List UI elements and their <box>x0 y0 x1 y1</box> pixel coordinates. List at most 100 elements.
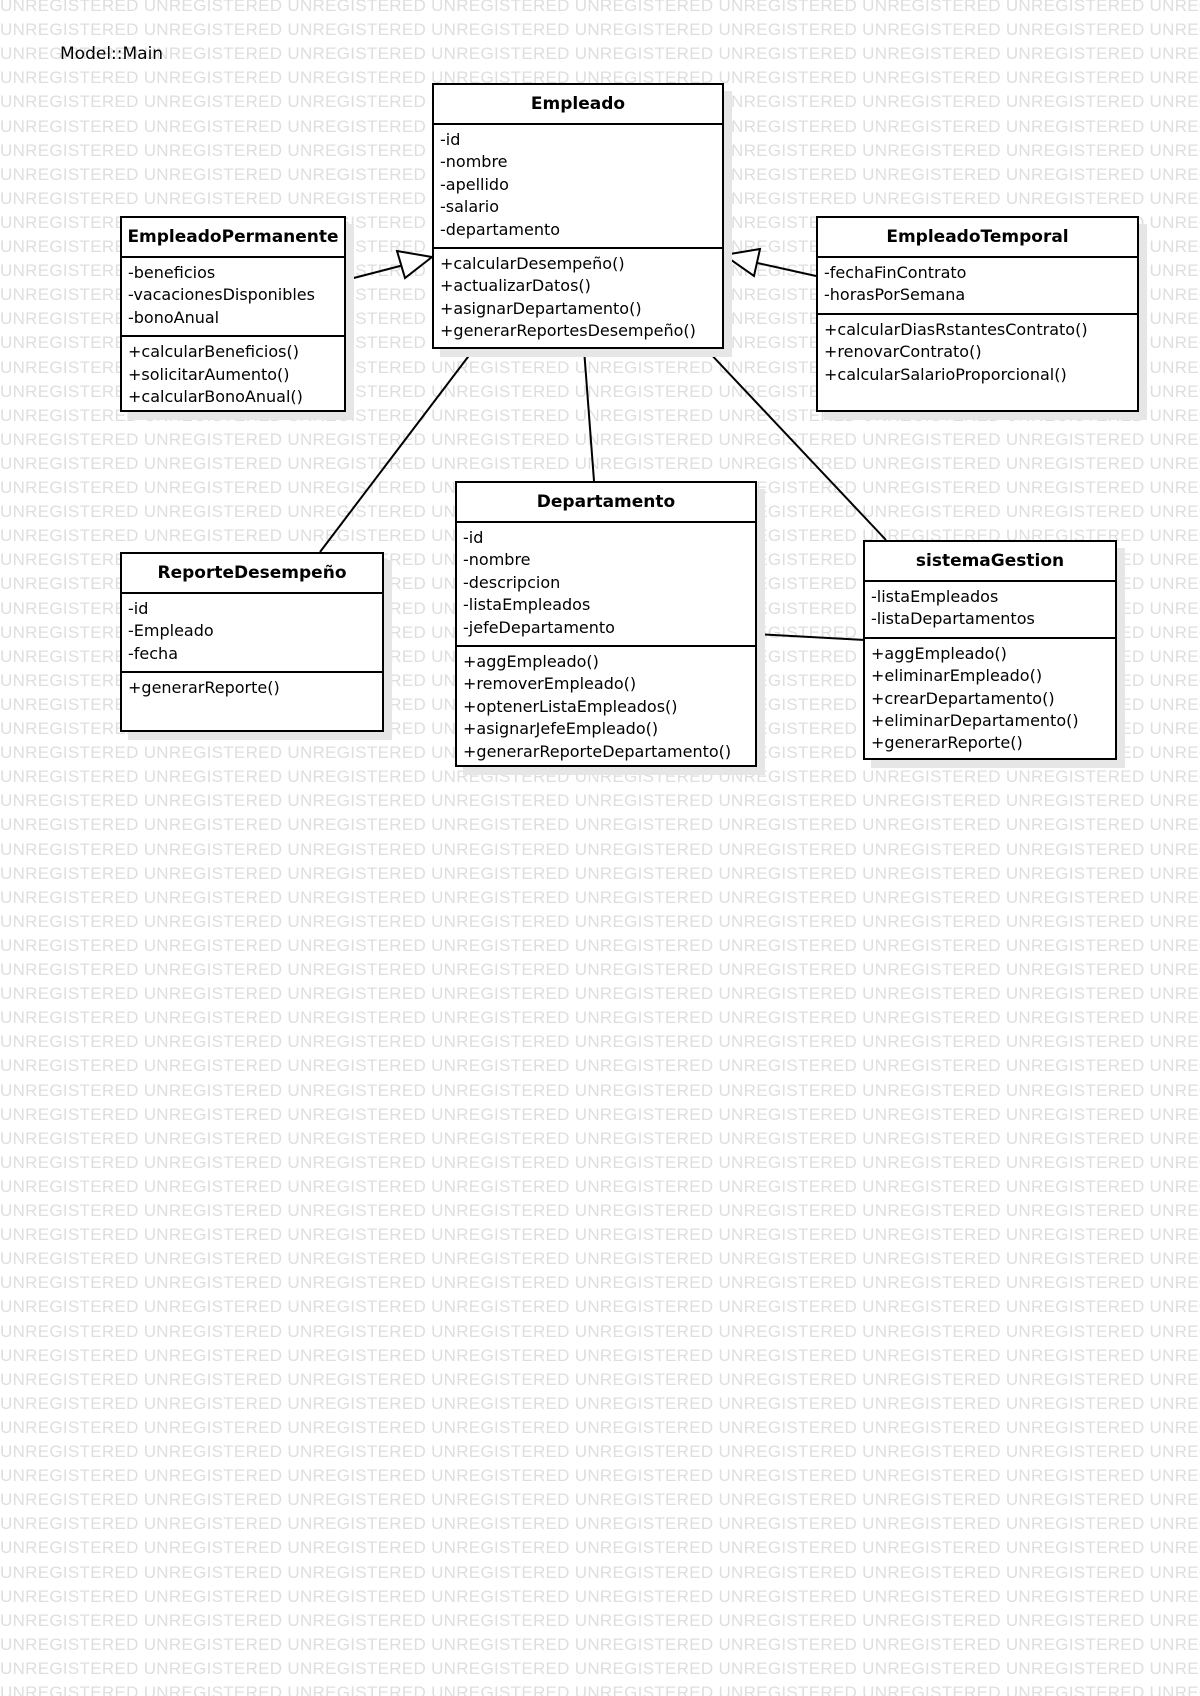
class-attribute: -fechaFinContrato <box>824 263 967 282</box>
watermark-row: UNREGISTERED UNREGISTERED UNREGISTERED U… <box>0 429 1200 449</box>
class-empleado-permanente[interactable]: EmpleadoPermanente -beneficios -vacacione… <box>120 216 346 412</box>
watermark-row: UNREGISTERED UNREGISTERED UNREGISTERED U… <box>0 839 1200 859</box>
class-attribute: -horasPorSemana <box>824 285 966 305</box>
class-name: EmpleadoPermanente <box>122 218 344 258</box>
class-operation: +eliminarEmpleado() <box>871 666 1043 686</box>
class-attribute: -nombre <box>463 550 531 570</box>
watermark-row: UNREGISTERED UNREGISTERED UNREGISTERED U… <box>0 1080 1200 1100</box>
class-operation: +solicitarAumento() <box>128 364 290 384</box>
watermark-row: UNREGISTERED UNREGISTERED UNREGISTERED U… <box>0 935 1200 955</box>
association-empleado-sistema <box>705 348 887 541</box>
watermark-row: UNREGISTERED UNREGISTERED UNREGISTERED U… <box>0 1610 1200 1630</box>
class-operation: +optenerListaEmpleados() <box>463 696 678 716</box>
watermark-row: UNREGISTERED UNREGISTERED UNREGISTERED U… <box>0 984 1200 1004</box>
generalization-permanente-to-empleado <box>345 264 405 281</box>
watermark-row: UNREGISTERED UNREGISTERED UNREGISTERED U… <box>0 815 1200 835</box>
class-operation: +aggEmpleado() <box>871 643 1007 663</box>
operations-compartment: +generarReporte() <box>122 673 382 705</box>
attributes-compartment: -id-Empleado-fecha <box>122 594 382 674</box>
class-attribute: -descripcion <box>463 572 561 592</box>
attributes-compartment: -beneficios -vacacionesDisponibles-bonoAn… <box>122 258 344 338</box>
class-empleado-temporal[interactable]: EmpleadoTemporal -fechaFinContrato -horas… <box>816 216 1139 412</box>
watermark-row: UNREGISTERED UNREGISTERED UNREGISTERED U… <box>0 1273 1200 1293</box>
class-attribute: -bonoAnual <box>128 307 220 327</box>
class-attribute: -beneficios <box>128 263 216 282</box>
watermark-row: UNREGISTERED UNREGISTERED UNREGISTERED U… <box>0 1514 1200 1534</box>
watermark-row: UNREGISTERED UNREGISTERED UNREGISTERED U… <box>0 1683 1200 1696</box>
attributes-compartment: -fechaFinContrato -horasPorSemana <box>818 258 1137 315</box>
watermark-row: UNREGISTERED UNREGISTERED UNREGISTERED U… <box>0 1032 1200 1052</box>
operations-compartment: +calcularDesempeño()+actualizarDatos()+a… <box>434 249 722 349</box>
attributes-compartment: -id-nombre-descripcion-listaEmpleados-je… <box>457 523 755 648</box>
watermark-row: UNREGISTERED UNREGISTERED UNREGISTERED U… <box>0 1225 1200 1245</box>
watermark-row: UNREGISTERED UNREGISTERED UNREGISTERED U… <box>0 767 1200 787</box>
watermark-row: UNREGISTERED UNREGISTERED UNREGISTERED U… <box>0 1538 1200 1558</box>
watermark-row: UNREGISTERED UNREGISTERED UNREGISTERED U… <box>0 1152 1200 1172</box>
model-title: Model::Main <box>60 44 164 64</box>
class-operation: +generarReporteDepartamento() <box>463 741 732 761</box>
watermark-row: UNREGISTERED UNREGISTERED UNREGISTERED U… <box>0 1442 1200 1461</box>
class-operation: +eliminarDepartamento() <box>871 711 1079 731</box>
operations-compartment: +calcularDiasRstantesContrato() +renovarC… <box>818 315 1137 392</box>
watermark-row: UNREGISTERED UNREGISTERED UNREGISTERED U… <box>0 1321 1200 1341</box>
operations-compartment: +calcularBeneficios()+solicitarAumento()… <box>122 337 344 414</box>
class-attribute: -vacacionesDisponibles <box>128 285 315 305</box>
class-operation: +crearDepartamento() <box>871 688 1055 708</box>
class-operation: +aggEmpleado() <box>463 652 599 672</box>
class-empleado[interactable]: Empleado -id-nombre-apellido-salario-dep… <box>432 83 724 349</box>
watermark-row: UNREGISTERED UNREGISTERED UNREGISTERED U… <box>0 20 1200 40</box>
class-operation: +asignarDepartamento() <box>440 298 642 318</box>
generalization-arrowhead-left <box>395 249 435 280</box>
watermark-row: UNREGISTERED UNREGISTERED UNREGISTERED U… <box>0 68 1200 88</box>
watermark-row: UNREGISTERED UNREGISTERED UNREGISTERED U… <box>0 453 1200 473</box>
class-operation: +calcularBonoAnual() <box>128 387 303 407</box>
watermark-row: UNREGISTERED UNREGISTERED UNREGISTERED U… <box>0 0 1200 15</box>
class-operation: +calcularDesempeño() <box>440 254 625 274</box>
class-sistema-gestion[interactable]: sistemaGestion -listaEmpleados -listaDepa… <box>863 540 1117 760</box>
attributes-compartment: -listaEmpleados -listaDepartamentos <box>865 582 1115 639</box>
watermark-row: UNREGISTERED UNREGISTERED UNREGISTERED U… <box>0 1658 1200 1678</box>
class-operation: +asignarJefeEmpleado() <box>463 719 659 739</box>
class-departamento[interactable]: Departamento -id -nombre-descripcion -list… <box>455 481 757 767</box>
watermark-row: UNREGISTERED UNREGISTERED UNREGISTERED U… <box>0 1466 1200 1486</box>
class-name: sistemaGestion <box>865 542 1115 582</box>
class-attribute: -fecha <box>128 643 178 663</box>
class-name: Departamento <box>457 483 755 523</box>
watermark-row: UNREGISTERED UNREGISTERED UNREGISTERED U… <box>0 791 1200 811</box>
watermark-row: UNREGISTERED UNREGISTERED UNREGISTERED U… <box>0 1562 1200 1582</box>
watermark-row: UNREGISTERED UNREGISTERED UNREGISTERED U… <box>0 1201 1200 1220</box>
watermark-row: UNREGISTERED UNREGISTERED UNREGISTERED U… <box>0 863 1200 883</box>
class-reporte-desempeno[interactable]: ReporteDesempeño -id-Empleado-fecha +gen… <box>120 552 384 732</box>
watermark-row: UNREGISTERED UNREGISTERED UNREGISTERED U… <box>0 1128 1200 1148</box>
class-attribute: -id <box>463 528 484 547</box>
generalization-arrowhead-right <box>721 247 762 278</box>
association-departamento-sistema <box>754 633 866 641</box>
class-attribute: -departamento <box>440 219 561 239</box>
association-empleado-reporte <box>319 348 475 553</box>
class-operation: +generarReporte() <box>128 678 280 698</box>
operations-compartment: +aggEmpleado()+removerEmpleado()+optener… <box>457 647 755 769</box>
watermark-row: UNREGISTERED UNREGISTERED UNREGISTERED U… <box>0 960 1200 979</box>
watermark-row: UNREGISTERED UNREGISTERED UNREGISTERED U… <box>0 887 1200 907</box>
class-attribute: -id <box>440 130 461 149</box>
class-attribute: -listaDepartamentos <box>871 609 1035 629</box>
watermark-row: UNREGISTERED UNREGISTERED UNREGISTERED U… <box>0 1056 1200 1076</box>
class-operation: +actualizarDatos() <box>440 276 591 296</box>
watermark-row: UNREGISTERED UNREGISTERED UNREGISTERED U… <box>0 1249 1200 1269</box>
class-attribute: -salario <box>440 197 499 217</box>
class-attribute: -id <box>128 599 149 618</box>
watermark-row: UNREGISTERED UNREGISTERED UNREGISTERED U… <box>0 1297 1200 1317</box>
watermark-row: UNREGISTERED UNREGISTERED UNREGISTERED U… <box>0 1345 1200 1365</box>
class-attribute: -listaEmpleados <box>463 595 591 615</box>
class-operation: +generarReportesDesempeño() <box>440 321 696 341</box>
class-operation: +calcularDiasRstantesContrato() <box>824 319 1088 339</box>
class-name: EmpleadoTemporal <box>818 218 1137 258</box>
class-attribute: -nombre <box>440 152 508 172</box>
class-operation: +renovarContrato() <box>824 342 982 362</box>
attributes-compartment: -id-nombre-apellido-salario-departamento <box>434 125 722 250</box>
watermark-row: UNREGISTERED UNREGISTERED UNREGISTERED U… <box>0 1417 1200 1437</box>
class-name: Empleado <box>434 85 722 125</box>
class-attribute: -listaEmpleados <box>871 587 999 606</box>
class-operation: +calcularSalarioProporcional() <box>824 364 1067 384</box>
